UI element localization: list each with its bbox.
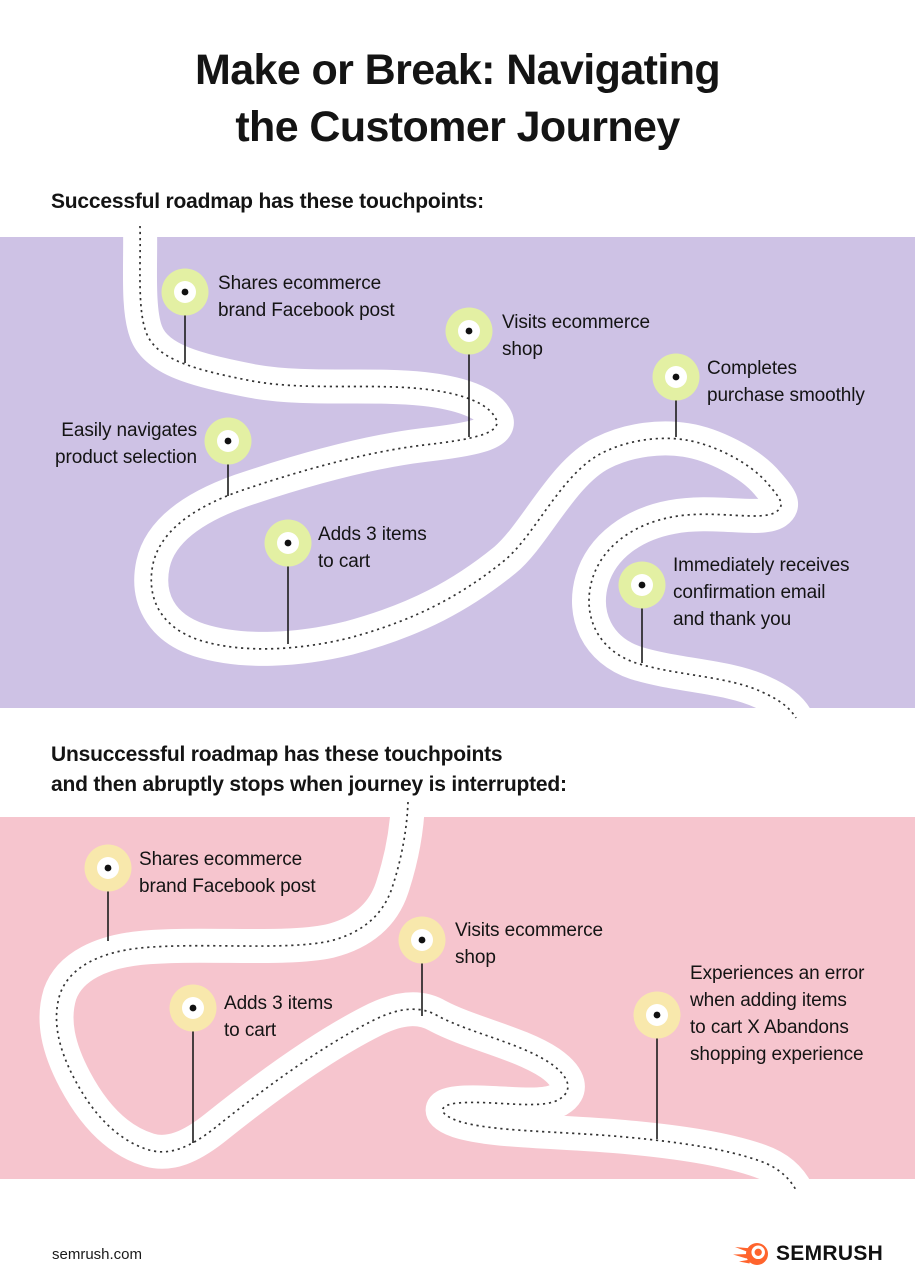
touchpoint-marker-visits-shop <box>445 307 493 437</box>
touchpoint-marker-adds-items-fail <box>169 984 217 1143</box>
touchpoint-label-navigates-selection: Easily navigates product selection <box>55 420 197 468</box>
touchpoint-label-visits-shop-fail: Visits ecommerce shop <box>455 920 603 968</box>
touchpoint-marker-error-abandons <box>633 991 681 1139</box>
footer-website: semrush.com <box>52 1246 143 1263</box>
touchpoint-marker-navigates-selection <box>204 417 252 496</box>
section-heading-successful: Successful roadmap has these touchpoints… <box>51 190 484 213</box>
touchpoint-marker-confirmation-email <box>618 561 666 663</box>
page-title-line-1: Make or Break: Navigating <box>194 46 721 94</box>
touchpoint-marker-completes-purchase <box>652 353 700 437</box>
unsuccessful-touchpoint-markers <box>84 844 681 1143</box>
touchpoint-label-shares-post-fail: Shares ecommerce brand Facebook post <box>139 849 316 897</box>
touchpoint-label-adds-items-fail: Adds 3 items to cart <box>224 993 333 1041</box>
page-title: Make or Break: Navigating the Customer J… <box>0 42 915 156</box>
touchpoint-marker-visits-shop-fail <box>398 916 446 1016</box>
touchpoint-marker-shares-post <box>161 268 209 363</box>
semrush-logo: SEMRUSH <box>733 1239 883 1269</box>
touchpoint-label-error-abandons: Experiences an error when adding items t… <box>690 963 865 1065</box>
touchpoint-label-adds-items: Adds 3 items to cart <box>318 524 427 572</box>
page-title-line-2: the Customer Journey <box>235 103 680 151</box>
touchpoint-label-confirmation-email: Immediately receives confirmation email … <box>673 555 850 630</box>
touchpoint-marker-shares-post-fail <box>84 844 132 941</box>
section-heading-unsuccessful-line-2: and then abruptly stops when journey is … <box>51 773 567 796</box>
touchpoint-marker-adds-items <box>264 519 312 644</box>
semrush-wordmark: SEMRUSH <box>776 1242 884 1265</box>
section-heading-unsuccessful-line-1: Unsuccessful roadmap has these touchpoin… <box>51 743 503 766</box>
section-heading-unsuccessful: Unsuccessful roadmap has these touchpoin… <box>51 740 567 800</box>
touchpoint-label-visits-shop: Visits ecommerce shop <box>502 312 650 360</box>
semrush-flame-icon <box>733 1243 768 1265</box>
touchpoint-label-shares-post: Shares ecommerce brand Facebook post <box>218 273 395 321</box>
successful-touchpoint-markers <box>161 268 700 663</box>
touchpoint-label-completes-purchase: Completes purchase smoothly <box>707 358 865 406</box>
